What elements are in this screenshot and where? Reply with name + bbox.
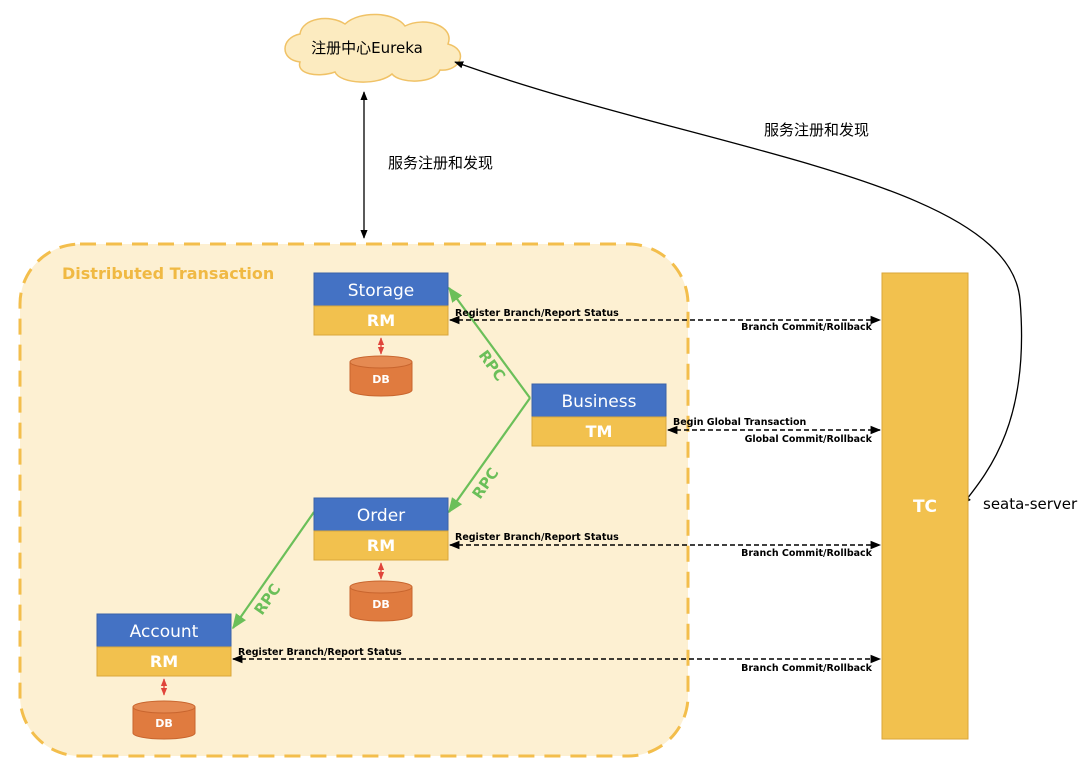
order-name: Order (357, 506, 405, 526)
account-role: RM (150, 652, 178, 671)
order-link-bottom: Branch Commit/Rollback (741, 548, 873, 559)
region-title: Distributed Transaction (62, 264, 274, 283)
storage-role: RM (367, 311, 395, 330)
rpc-arrow-account (232, 511, 315, 630)
account-role-box (96, 646, 232, 677)
discovery-label-right: 服务注册和发现 (764, 121, 869, 139)
storage-name-box (313, 272, 449, 307)
business-name-box (531, 383, 667, 418)
storage-db-top (349, 355, 413, 369)
storage-service: Storage RM (313, 272, 449, 336)
order-name-box (313, 497, 449, 532)
tc-box (881, 272, 969, 740)
business-link-top: Begin Global Transaction (673, 417, 806, 428)
order-link-top: Register Branch/Report Status (455, 532, 619, 543)
storage-link-bottom: Branch Commit/Rollback (741, 322, 873, 333)
account-name: Account (130, 622, 199, 642)
order-db: DB (349, 562, 413, 622)
account-db-cylinder (132, 707, 196, 740)
storage-link-top: Register Branch/Report Status (455, 308, 619, 319)
cloud-shape (284, 13, 462, 83)
rpc-arrow-order (448, 397, 531, 514)
account-db-top (132, 700, 196, 714)
order-db-top (349, 580, 413, 594)
account-name-box (96, 613, 232, 648)
storage-name: Storage (348, 281, 415, 301)
order-service: Order RM (313, 497, 449, 561)
account-link-bottom: Branch Commit/Rollback (741, 663, 873, 674)
account-db: DB (132, 678, 196, 740)
order-db-cylinder (349, 587, 413, 622)
order-role: RM (367, 536, 395, 555)
account-service: Account RM (96, 613, 232, 677)
account-db-label: DB (155, 717, 173, 730)
discovery-arrow-right (454, 61, 1023, 505)
order-role-box (313, 530, 449, 561)
business-role-box (531, 416, 667, 447)
registry-cloud: 注册中心Eureka (284, 13, 462, 83)
storage-role-box (313, 305, 449, 336)
tc-label: TC (913, 497, 937, 517)
storage-db-label: DB (372, 373, 390, 386)
storage-db-cylinder (349, 362, 413, 397)
business-link-bottom: Global Commit/Rollback (745, 434, 873, 445)
rpc-arrow-storage (448, 286, 531, 399)
discovery-label-left: 服务注册和发现 (388, 154, 493, 172)
order-db-label: DB (372, 598, 390, 611)
business-name: Business (562, 392, 637, 412)
business-service: Business TM (531, 383, 667, 447)
storage-db: DB (349, 337, 413, 397)
seata-server-label: seata-server (983, 495, 1078, 513)
business-role: TM (586, 422, 613, 441)
account-link-top: Register Branch/Report Status (238, 647, 402, 658)
registry-label: 注册中心Eureka (311, 39, 423, 57)
